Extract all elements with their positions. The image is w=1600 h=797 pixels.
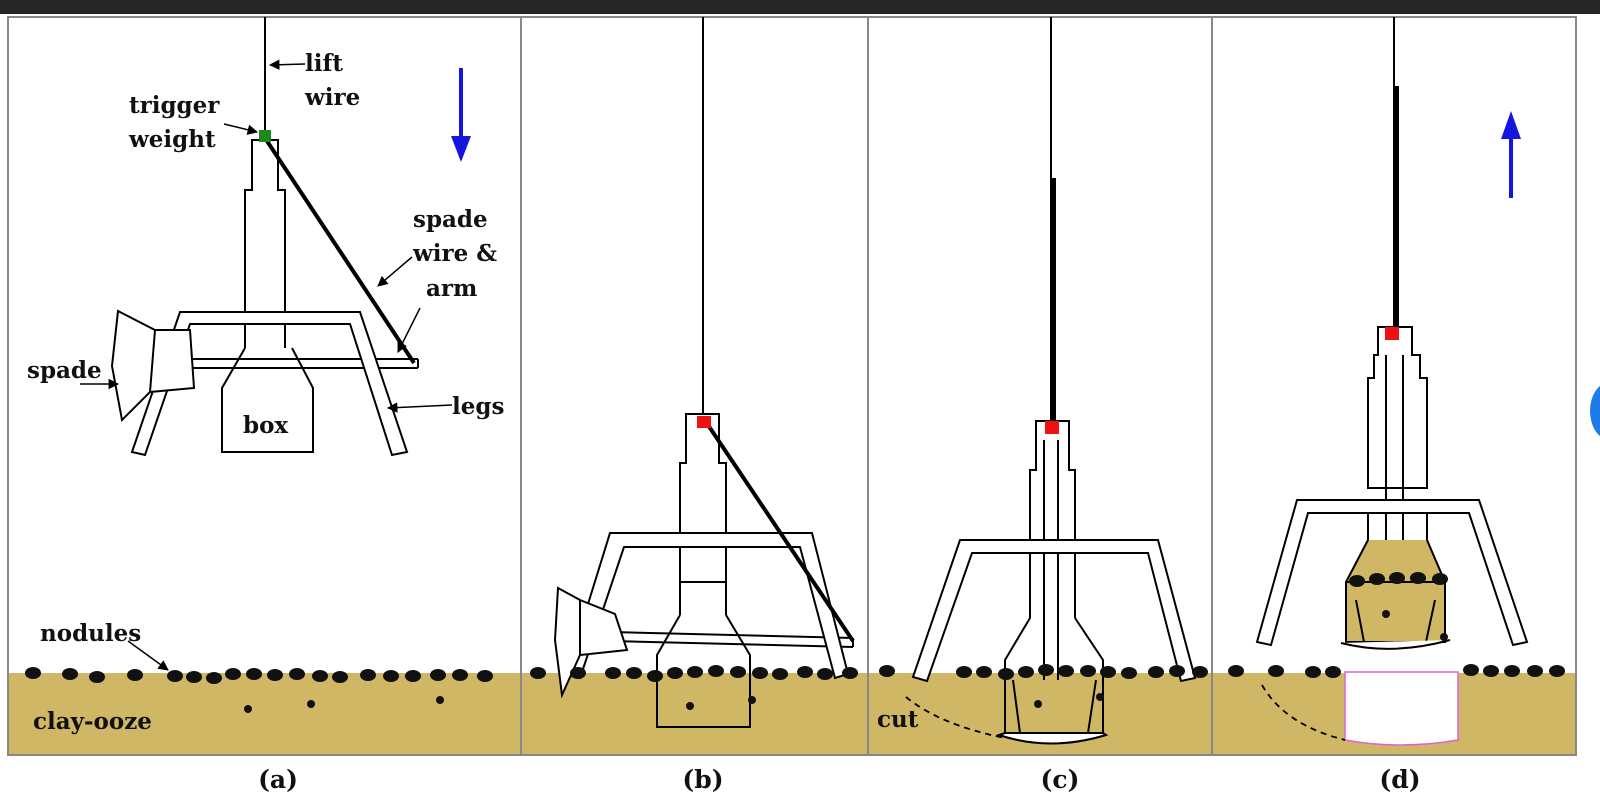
box	[221, 347, 314, 453]
label-spade: spade	[27, 357, 102, 384]
window-top-bar	[0, 0, 1600, 14]
label-spade-word: spade	[413, 206, 488, 233]
arrow-down-icon	[451, 68, 471, 162]
spade-inner	[149, 329, 156, 393]
label-clay-ooze: clay-ooze	[33, 708, 152, 735]
spade-arm-bar	[611, 640, 854, 648]
spade-closed	[995, 732, 1109, 745]
nodules-c	[879, 664, 1208, 708]
label-wire-amp: wire &	[412, 240, 497, 267]
trigger-weight	[1045, 421, 1059, 434]
figure-frame	[7, 16, 1577, 756]
spade-arm-bar	[611, 631, 854, 639]
panel-b	[553, 17, 855, 728]
cut-path	[1261, 684, 1346, 741]
frame-legs	[911, 539, 1197, 683]
label-nodules: nodules	[40, 620, 141, 647]
arrow-up-icon	[1501, 111, 1521, 198]
panel-c	[905, 17, 1197, 745]
corer-column	[1367, 326, 1428, 489]
label-arm: arm	[426, 275, 477, 302]
label-wire: wire	[304, 84, 360, 111]
label-box: box	[243, 412, 288, 439]
corer-column	[1029, 420, 1076, 546]
box-inner-taper	[1355, 599, 1436, 643]
trigger-weight	[697, 416, 711, 428]
nodules-a	[25, 667, 493, 713]
caption-c: (c)	[1041, 765, 1080, 794]
core-hole	[1344, 671, 1459, 746]
trigger-weight	[1385, 327, 1399, 340]
caption-a: (a)	[258, 765, 298, 794]
label-cut: cut	[877, 706, 919, 733]
box-inner-taper	[1012, 679, 1097, 734]
label-lift: lift	[305, 50, 343, 77]
spade-wire	[704, 420, 855, 643]
partial-blue-circle	[1590, 382, 1600, 440]
box	[656, 614, 751, 728]
caption-d: (d)	[1379, 765, 1420, 794]
caption-b: (b)	[682, 765, 723, 794]
label-pointers-a	[80, 59, 453, 671]
trigger-weight-green	[259, 130, 271, 142]
corer-column	[244, 139, 286, 313]
label-legs: legs	[452, 393, 504, 420]
cut-path	[905, 696, 1006, 739]
label-trigger: trigger	[129, 92, 220, 119]
panel-a	[110, 17, 419, 457]
label-weight: weight	[128, 126, 216, 153]
spade-closed	[1340, 639, 1451, 650]
frame-leg-left	[130, 311, 409, 457]
spade	[553, 586, 629, 699]
sediment-layer	[8, 673, 1576, 755]
spade-wire	[263, 136, 416, 365]
frame-legs	[1255, 499, 1529, 647]
nodules-d	[1228, 572, 1565, 678]
nodules-b	[530, 665, 858, 710]
panel-d	[1255, 17, 1529, 746]
